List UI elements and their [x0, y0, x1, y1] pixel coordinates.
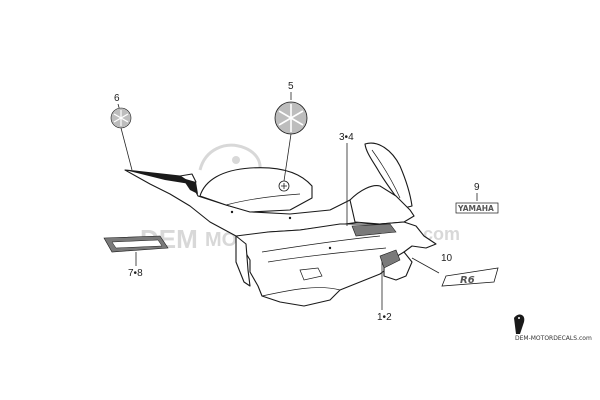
- callout-7-8: 7•8: [103, 235, 169, 279]
- fairing-crease-3: [261, 287, 341, 297]
- callout-label-7-8: 7•8: [128, 268, 143, 279]
- callout-3-4: 3•4: [339, 132, 354, 226]
- windscreen-edge: [371, 149, 401, 199]
- fairing-vent: [299, 267, 323, 281]
- brand-decal-box: [455, 202, 499, 214]
- tuning-fork-large-icon: [278, 104, 304, 132]
- callout-5: 5: [274, 81, 308, 182]
- callout-1-2: 1•2: [377, 262, 392, 323]
- footer-bird-eye-icon: [518, 317, 520, 319]
- callout-9: 9 YAMAHA: [455, 182, 499, 214]
- bolt-hole: [288, 216, 292, 220]
- side-decal-shape: [351, 223, 397, 237]
- tail-decal-inner: [111, 239, 163, 249]
- callout-6: 6: [110, 93, 133, 171]
- side-fairing-decal: [351, 223, 397, 237]
- leader-10: [411, 257, 440, 274]
- callout-label-1-2: 1•2: [377, 312, 392, 323]
- footer-text: DEM-MOTORDECALS.com: [515, 335, 592, 342]
- stripe-decal-shape: [441, 267, 499, 287]
- footer-bird-icon: [514, 314, 525, 334]
- tank-emblem: [278, 180, 290, 192]
- tail-underside: [235, 235, 251, 287]
- leader-6: [120, 127, 133, 171]
- callout-label-5: 5: [288, 81, 294, 92]
- callout-label-3-4: 3•4: [339, 132, 354, 143]
- tuning-fork-small-icon: [113, 110, 129, 126]
- callout-label-10: 10: [441, 253, 453, 264]
- leader-5: [283, 133, 292, 182]
- callout-10: 10 R6: [411, 253, 499, 287]
- bolt-hole: [230, 210, 234, 214]
- bolt-hole: [328, 246, 332, 250]
- callout-label-6: 6: [114, 93, 120, 104]
- watermark-eye-icon: [232, 156, 240, 164]
- tank-crease: [225, 193, 301, 206]
- callout-label-9: 9: [474, 182, 480, 193]
- tail-stripe-decal: [125, 170, 190, 184]
- fairing-crease-1: [261, 235, 381, 253]
- nose-decal-shape: [379, 249, 401, 269]
- stripe-decal-text: R6: [460, 275, 475, 286]
- footer-logo: DEM-MOTORDECALS.com: [514, 314, 592, 342]
- tank-emblem-mark-icon: [281, 183, 287, 189]
- fairing-crease-2: [267, 247, 387, 263]
- brand-decal-text: YAMAHA: [457, 204, 494, 213]
- seat-stripe-decal: [182, 178, 198, 194]
